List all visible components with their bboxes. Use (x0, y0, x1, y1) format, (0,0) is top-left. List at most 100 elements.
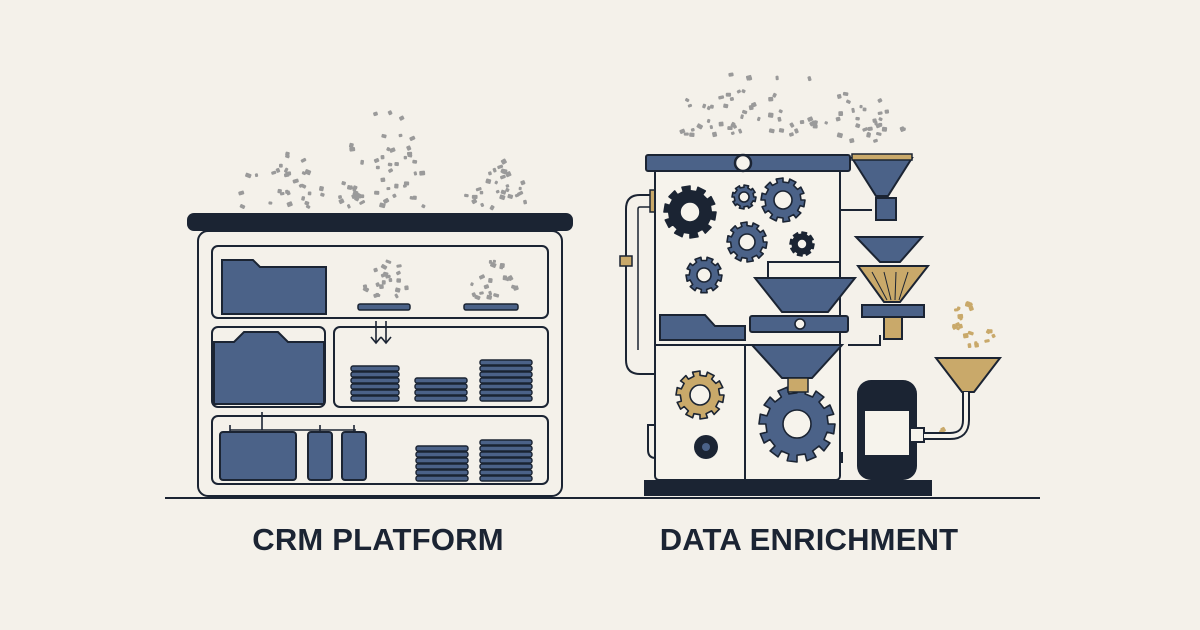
data-particle (789, 122, 795, 128)
gears (663, 177, 898, 463)
data-particle (380, 264, 388, 270)
gear-icon (726, 221, 768, 263)
data-particle (741, 89, 746, 94)
top-funnel (850, 157, 914, 197)
data-particle (723, 103, 729, 109)
enrichment-machine (619, 153, 1003, 496)
data-particle (300, 157, 307, 163)
down-arrows-icon (370, 321, 392, 345)
data-particle (412, 159, 418, 164)
data-particle (387, 162, 393, 167)
data-particle (768, 96, 774, 102)
data-particle (505, 184, 510, 188)
data-particle (403, 155, 408, 160)
data-particle (862, 127, 869, 132)
data-particle (859, 104, 863, 109)
funnel-stem (883, 316, 903, 340)
data-particle (268, 201, 273, 205)
data-particle (373, 267, 378, 273)
data-particle (500, 158, 507, 165)
data-particle (375, 292, 381, 298)
data-particle (412, 195, 417, 200)
data-particle (711, 131, 718, 138)
output-window (863, 409, 911, 457)
data-particle (807, 76, 812, 82)
gold-funnel (856, 265, 931, 303)
gear-icon (685, 256, 723, 294)
data-particle (380, 155, 385, 160)
data-particle (275, 167, 281, 173)
data-particle (388, 168, 394, 173)
data-particle (245, 172, 252, 179)
data-particle (285, 171, 292, 176)
data-particle (394, 287, 401, 293)
data-particle (285, 151, 290, 157)
data-particle (842, 91, 849, 96)
data-particle (836, 132, 843, 139)
record-plate (350, 377, 400, 384)
data-particle (356, 193, 363, 199)
record-plate (479, 395, 533, 402)
funnel-rim (851, 153, 913, 161)
data-particle (404, 285, 409, 291)
data-particle (380, 177, 386, 183)
funnel-collar (861, 304, 925, 318)
folder-icon (221, 259, 327, 315)
data-particle (517, 190, 524, 196)
data-particle (965, 301, 971, 306)
data-particle (838, 111, 844, 117)
funnel-stem (875, 197, 897, 221)
data-particle (777, 116, 782, 122)
data-particle (419, 170, 426, 176)
data-particle (374, 190, 380, 195)
data-particle (499, 174, 506, 180)
data-particle (385, 259, 392, 264)
output-spout (909, 427, 925, 443)
data-particle (379, 284, 384, 289)
data-particle (398, 115, 405, 121)
record-plate (350, 389, 400, 396)
data-particle (736, 89, 741, 94)
data-particle (867, 126, 873, 131)
data-particle (359, 200, 366, 205)
data-particle (884, 109, 890, 114)
record-plate (479, 383, 533, 390)
record-plate (479, 371, 533, 378)
data-particle (475, 187, 482, 192)
data-particle (862, 107, 867, 112)
record-plate (415, 451, 469, 458)
data-particle (878, 122, 883, 127)
data-particle (254, 173, 259, 178)
data-particle (875, 131, 882, 136)
data-particle (507, 193, 514, 199)
data-particle (706, 118, 711, 124)
data-particle (279, 191, 285, 196)
data-particle (940, 426, 946, 433)
data-particle (470, 282, 474, 287)
data-particle (471, 198, 478, 205)
file-box-icon (341, 431, 367, 481)
slider-knob (794, 318, 806, 330)
data-particle (480, 202, 485, 208)
data-particle (709, 125, 714, 130)
data-particle (794, 128, 799, 134)
record-plate (479, 451, 533, 458)
data-particle (379, 202, 386, 209)
data-particle (778, 109, 783, 114)
data-particle (709, 104, 714, 109)
data-particle (967, 330, 974, 336)
data-particle (953, 308, 959, 312)
data-particle (497, 164, 504, 170)
data-particle (489, 262, 497, 268)
data-particle (381, 280, 386, 285)
data-tray (463, 303, 519, 311)
data-particle (298, 183, 303, 188)
data-particle (386, 147, 391, 152)
data-particle (485, 178, 492, 184)
data-particle (718, 95, 725, 100)
data-particle (271, 170, 277, 175)
data-particle (348, 142, 354, 149)
data-particle (772, 92, 777, 98)
data-particle (807, 116, 814, 122)
